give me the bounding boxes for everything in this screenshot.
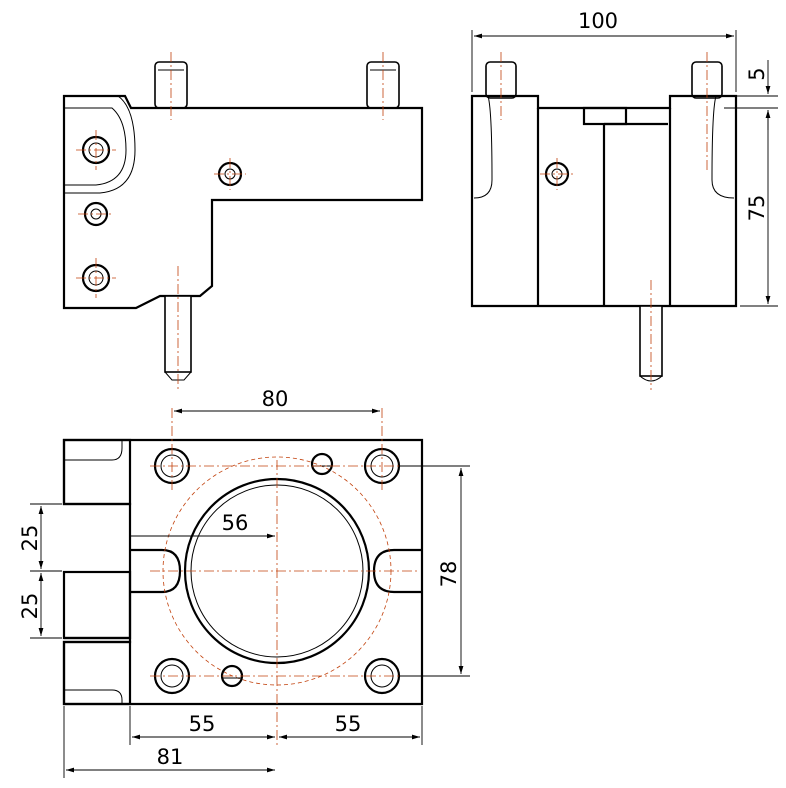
side-screw	[540, 158, 574, 190]
dim-overall-offset: 81	[157, 745, 184, 769]
front-screw-1	[76, 130, 116, 170]
dim-center-offset-right: 55	[335, 712, 362, 736]
dim-hole-spacing-vertical: 78	[437, 561, 461, 588]
dim-slot-spacing-lower: 25	[18, 593, 42, 620]
front-body-outline	[62, 94, 424, 310]
dim-bore-diameter: 56	[222, 511, 249, 535]
dim-overall-width: 100	[578, 9, 618, 33]
dim-body-height: 75	[745, 195, 769, 222]
dim-hole-spacing: 80	[262, 387, 289, 411]
side-body-outline	[470, 94, 738, 308]
side-view: 100 5 75	[470, 9, 778, 390]
dim-pin-offset: 5	[745, 67, 769, 80]
top-view: 80 56 25 25 78 55 55 81	[18, 387, 470, 778]
dim-slot-spacing-upper: 25	[18, 525, 42, 552]
front-screw-3	[76, 258, 116, 298]
front-screw-4	[214, 158, 246, 190]
front-screw-2	[78, 201, 114, 227]
front-view	[62, 52, 424, 392]
pin-top	[310, 452, 334, 476]
dim-center-offset-left: 55	[189, 712, 216, 736]
